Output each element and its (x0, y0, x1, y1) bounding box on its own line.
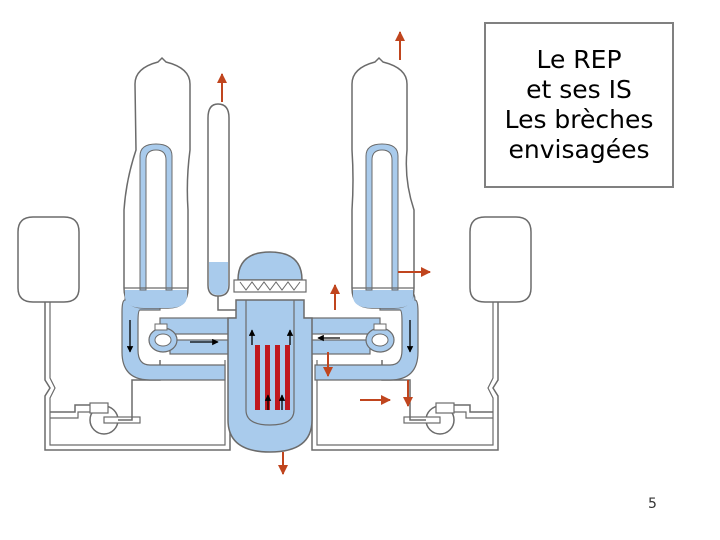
injection-pump-right (381, 360, 493, 435)
title-line-3: Les brèches (504, 105, 654, 134)
title-line-1: Le REP (536, 45, 622, 74)
slide-number: 5 (648, 496, 657, 512)
steam-generator-right (351, 56, 415, 309)
pressurizer (207, 103, 236, 311)
accumulator-right (311, 216, 532, 451)
title-line-2: et ses IS (526, 75, 632, 104)
injection-pump-left (50, 360, 161, 435)
title-box: Le REP et ses IS Les brèches envisagées (484, 22, 674, 188)
flow-arrows (126, 320, 414, 410)
title-line-4: envisagées (508, 135, 650, 164)
steam-generator-left (123, 56, 191, 309)
accumulator-left (17, 216, 231, 451)
breach-arrows (217, 31, 431, 475)
fuel-rods (255, 345, 290, 410)
